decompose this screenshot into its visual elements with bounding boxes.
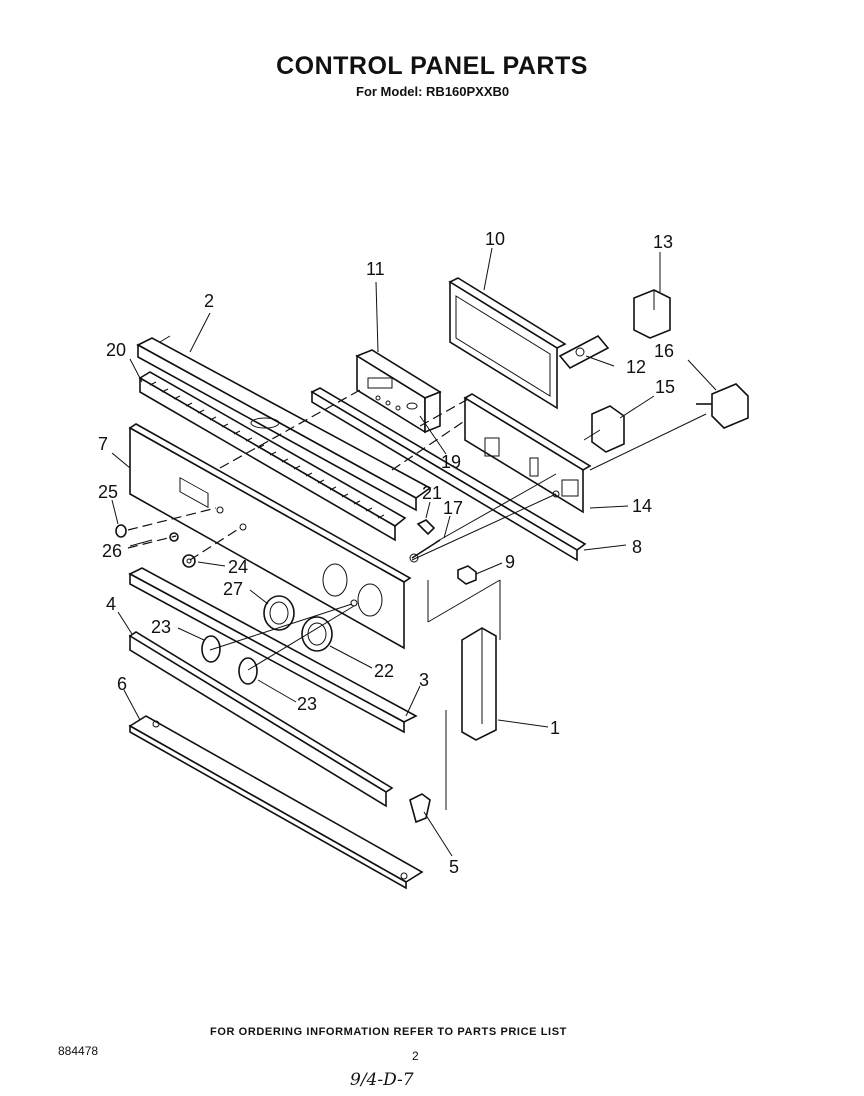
callout-27: 27 [223,579,243,599]
callout-24: 24 [228,557,248,577]
part-17-shaft [409,539,441,563]
part-23-knob-upper [201,635,221,663]
part-10-frame [448,277,567,410]
part-3-lower-trim [128,567,418,734]
callout-1: 1 [550,718,560,738]
callout-14: 14 [632,496,652,516]
part-4-base-strip [128,631,394,808]
callout-4: 4 [106,594,116,614]
assembly-lines [127,389,707,810]
part-23-knob-lower [238,657,258,685]
part-11-display-module [355,349,442,434]
callout-6: 6 [117,674,127,694]
callout-7: 7 [98,434,108,454]
callout-13: 13 [653,232,673,252]
callout-23-upper: 23 [151,617,171,637]
callout-10: 10 [485,229,505,249]
part-5-clip [409,793,431,824]
callout-16: 16 [654,341,674,361]
handwritten-note: 9/4-D-7 [350,1070,414,1090]
part-7-control-panel [128,423,412,650]
callout-22: 22 [374,661,394,681]
part-16-selector-switch [696,383,749,429]
page-number: 2 [412,1049,419,1063]
part-8-bracket [310,387,587,562]
callout-5: 5 [449,857,459,877]
callout-12: 12 [626,357,646,377]
page-title: CONTROL PANEL PARTS [276,52,588,80]
part-13-cover [633,289,671,339]
callout-19: 19 [441,452,461,472]
part-15-clip [591,405,625,453]
document-number: 884478 [58,1044,99,1058]
callout-11: 11 [366,259,385,279]
part-9-block [457,565,477,585]
ordering-info-note: FOR ORDERING INFORMATION REFER TO PARTS … [210,1026,567,1038]
part-21-clip [416,519,436,536]
callout-9: 9 [505,552,515,572]
callout-23-lower: 23 [297,694,317,714]
callout-26: 26 [102,541,122,561]
callout-17: 17 [443,498,463,518]
part-14-control-board [463,393,592,514]
part-27-knob-bezel [263,595,295,631]
part-6-bottom-bracket [128,715,424,890]
model-subtitle: For Model: RB160PXXB0 [356,84,510,99]
part-24-grommet [182,554,196,568]
callout-3: 3 [419,670,429,690]
callout-21: 21 [422,483,442,503]
part-25-button [115,524,127,538]
leader-lines [111,247,717,857]
callout-20: 20 [106,340,126,360]
callout-15: 15 [655,377,675,397]
part-12-switch [558,334,610,370]
part-1-side-bracket [461,627,497,741]
callout-8: 8 [632,537,642,557]
part-20-vent-strip [138,371,407,542]
callout-25: 25 [98,482,118,502]
callout-2: 2 [204,291,214,311]
part-2-trim-strip [136,335,432,512]
